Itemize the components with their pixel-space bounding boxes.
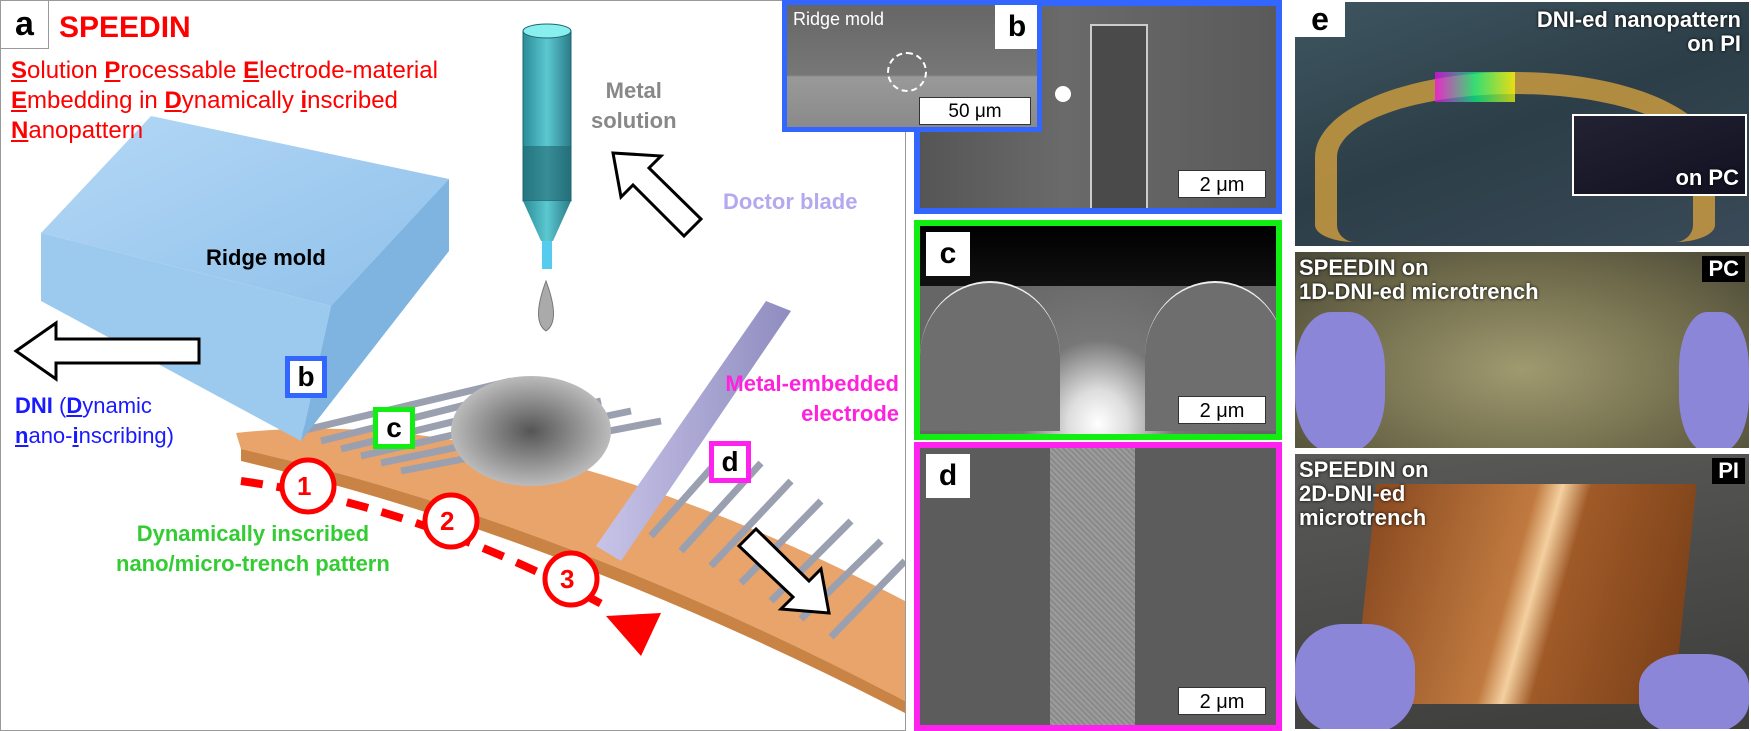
title-line: 1D-DNI-ed microtrench <box>1299 279 1539 304</box>
definition-word: olution <box>27 57 105 84</box>
dni-text: ( <box>52 393 67 418</box>
trench-line: nano/micro-trench pattern <box>116 551 390 576</box>
panel-e-label: e <box>1295 2 1345 37</box>
inset-label: on PC <box>1675 165 1739 190</box>
definition-line: Embedding in Dynamically inscribed <box>11 86 398 116</box>
dni-cap: n <box>15 423 29 448</box>
acronym-letter: i <box>300 87 308 114</box>
definition-word: nscribed <box>307 87 398 114</box>
metal-embedded-label: Metal-embedded electrode <box>641 369 899 429</box>
step-2: 2 <box>440 506 455 536</box>
panel-c-label: c <box>926 232 970 276</box>
title-line: on PI <box>1687 31 1741 56</box>
doctor-blade-label: Doctor blade <box>723 189 858 214</box>
doctor-blade <box>596 301 791 561</box>
scale-bar-c: 2 μm <box>1178 396 1266 424</box>
metal-embedded-line: electrode <box>801 401 899 426</box>
metal-pool <box>451 376 611 486</box>
acronym-letter: E <box>243 57 260 84</box>
dni-label: DNI (Dynamic nano-inscribing) <box>15 391 174 451</box>
substrate-tag-pi: PI <box>1712 458 1745 484</box>
definition-line: Solution Processable Electrode-material <box>11 56 438 86</box>
glove-left <box>1295 312 1385 448</box>
dni-text: ynamic <box>82 393 152 418</box>
trench-pattern-label: Dynamically inscribed nano/micro-trench p… <box>116 519 390 579</box>
panel-a-label: a <box>1 1 49 49</box>
definition-line: Nanopattern <box>11 116 143 146</box>
direction-arrowhead-icon <box>606 613 661 656</box>
dni-abbr: DNI <box>15 393 53 418</box>
title-line: SPEEDIN on <box>1299 255 1429 280</box>
box-label-b: b <box>285 356 327 398</box>
arrow-upleft-icon <box>611 151 704 239</box>
panel-d-label: d <box>926 454 970 498</box>
speedin-title: SPEEDIN <box>59 11 191 44</box>
metal-embedded-line: Metal-embedded <box>725 371 899 396</box>
marker-dot <box>1055 86 1071 102</box>
panel-b-inset: Ridge mold b 50 μm <box>782 0 1042 132</box>
ridge-left <box>920 281 1060 431</box>
metal-electrode-line <box>1050 448 1135 725</box>
scale-bar-b: 2 μm <box>1178 170 1266 198</box>
glove-left <box>1295 624 1415 729</box>
box-label-c: c <box>373 407 415 449</box>
acronym-letter: D <box>164 87 182 114</box>
box-label-d: d <box>709 441 751 483</box>
dni-cap: i <box>72 423 79 448</box>
step-3: 3 <box>560 564 575 594</box>
pipette-icon <box>522 23 572 332</box>
dashed-circle <box>887 52 927 92</box>
step-1: 1 <box>297 471 312 501</box>
title-line: 2D-DNI-ed <box>1299 481 1406 506</box>
metal-solution-line: Metal <box>605 78 662 103</box>
speedin-schematic <box>13 23 905 713</box>
definition-word: anopattern <box>28 117 144 144</box>
metal-solution-line: solution <box>591 108 677 133</box>
acronym-letter: E <box>11 87 28 114</box>
panel-b-label: b <box>995 5 1037 49</box>
acronym-letter: P <box>104 57 121 84</box>
title-line: SPEEDIN on <box>1299 457 1429 482</box>
glove-right <box>1679 312 1749 448</box>
iridescence <box>1435 72 1515 102</box>
acronym-letter: N <box>11 117 29 144</box>
definition-word: lectrode-material <box>259 57 438 84</box>
ridge-mold-label: Ridge mold <box>206 245 326 270</box>
title-line: microtrench <box>1299 505 1427 530</box>
definition-word: ynamically <box>181 87 301 114</box>
scale-bar-d: 2 μm <box>1178 687 1266 715</box>
arrow-left-icon <box>13 320 201 382</box>
substrate-tag-pc: PC <box>1702 256 1745 282</box>
ridge-shape <box>1090 24 1148 208</box>
inset-title: Ridge mold <box>793 9 885 29</box>
panel-a-schematic: a SPEEDIN Solution Processable Electrode… <box>0 0 906 731</box>
inset-scale-bar: 50 μm <box>919 97 1031 125</box>
ridge-mold <box>41 116 449 306</box>
trench-line: Dynamically inscribed <box>136 521 370 546</box>
dni-text: nscribing) <box>78 423 174 448</box>
metal-solution-label: Metal solution <box>591 76 677 136</box>
panel-c-sem: c 2 μm <box>914 220 1282 440</box>
dark-background <box>920 226 1276 286</box>
title-line: DNI-ed nanopattern <box>1536 7 1741 32</box>
glove-right <box>1639 654 1749 729</box>
arrow-downright-icon <box>736 526 831 615</box>
panel-d-sem: d 2 μm <box>914 442 1282 731</box>
dni-text: ano- <box>28 423 73 448</box>
acronym-letter: S <box>11 57 28 84</box>
inset-on-pc: on PC <box>1572 114 1747 196</box>
definition-word: mbedding in <box>27 87 165 114</box>
definition-word: rocessable <box>120 57 244 84</box>
dni-cap: D <box>66 393 83 418</box>
